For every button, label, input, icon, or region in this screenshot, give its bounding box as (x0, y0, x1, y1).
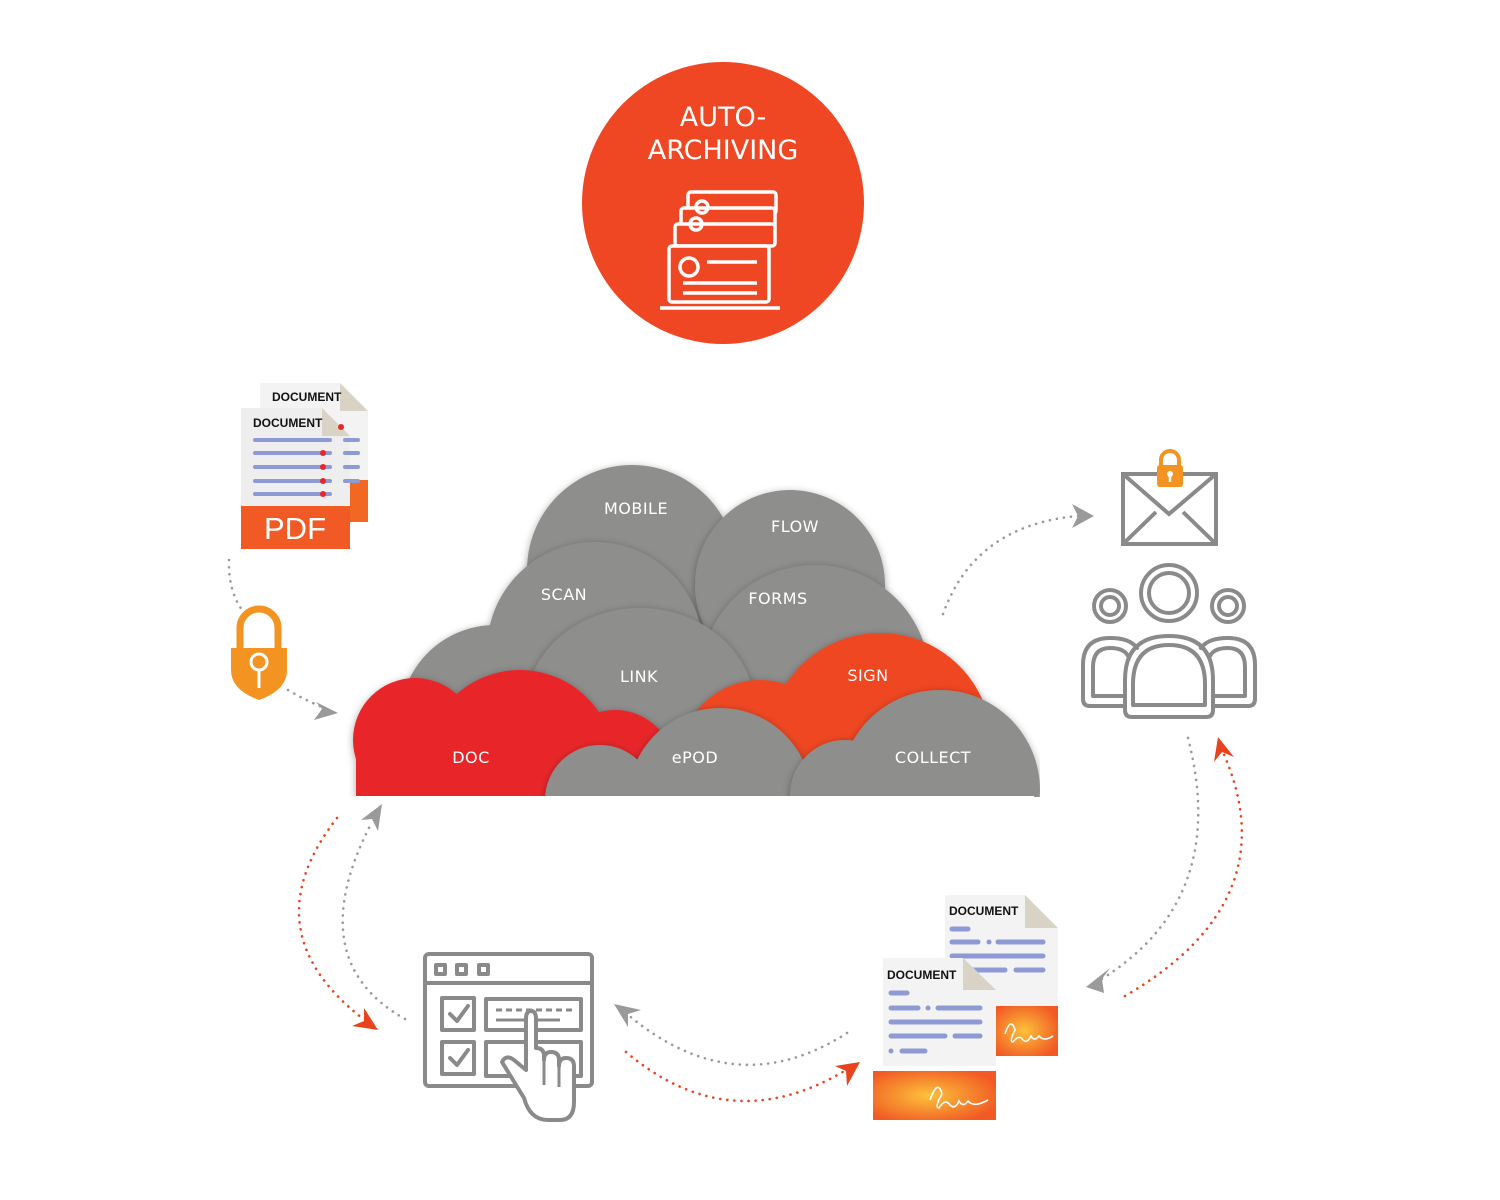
cloud-label-flow: FLOW (771, 517, 819, 536)
arrow-head-form-in (352, 1008, 378, 1030)
archive-title-line2: ARCHIVING (648, 135, 799, 166)
arrow-head-cloud-in (314, 702, 338, 720)
cloud-label-forms: FORMS (748, 589, 807, 608)
cloud-label-scan: SCAN (541, 585, 587, 604)
web-form-click-icon (423, 952, 594, 1122)
people-group-icon (1081, 563, 1257, 719)
auto-archiving-node: AUTO- ARCHIVING (582, 62, 864, 344)
pdf-stack-doc-front-label: DOCUMENT (253, 416, 323, 430)
cloud-label-epod: ePOD (672, 748, 718, 767)
archive-title-line1: AUTO- (680, 102, 766, 133)
arrow-form-to-cloud (341, 820, 407, 1021)
cloud-label-mobile: MOBILE (604, 499, 668, 518)
arrow-docs-to-people (1123, 748, 1244, 998)
arrow-head-form (614, 1004, 641, 1027)
arrow-people-to-docs (1098, 736, 1200, 982)
arrow-cloud-to-mail (941, 514, 1080, 616)
flow-arrows (227, 504, 1244, 1103)
archive-box-icon (660, 190, 780, 310)
cloud-label-link: LINK (620, 667, 658, 686)
pdf-document-icon: DOCUMENT DOCUMENT PDF (241, 383, 368, 549)
cloud-label-collect: COLLECT (895, 748, 971, 767)
arrow-head-cloud-return (361, 804, 382, 831)
arrow-form-to-docs (624, 1050, 848, 1103)
arrow-pdf-to-lock (227, 558, 244, 612)
signed-document-icon: DOCUMENT DOCUMENT (873, 895, 1058, 1120)
arrow-lock-to-cloud (286, 688, 324, 709)
arrow-cloud-to-form (297, 816, 364, 1020)
cloud-collect (790, 690, 1040, 797)
padlock-icon (231, 605, 287, 700)
cloud-label-doc: DOC (452, 748, 490, 767)
pdf-stack-doc-back-label: DOCUMENT (272, 390, 342, 404)
cloud-label-sign: SIGN (847, 666, 888, 685)
signed-doc-front-label: DOCUMENT (887, 968, 957, 982)
service-cloud (353, 465, 1040, 797)
arrow-head-mail (1072, 504, 1094, 528)
arrow-head-docs (1086, 968, 1110, 993)
arrow-docs-to-form (625, 1012, 849, 1066)
arrow-head-people (1214, 737, 1234, 762)
signed-doc-back-label: DOCUMENT (949, 904, 1019, 918)
secure-mail-icon (1121, 449, 1218, 546)
cloud-epod (545, 708, 812, 797)
pdf-label: PDF (264, 511, 326, 546)
arrow-head-signed (835, 1062, 860, 1086)
